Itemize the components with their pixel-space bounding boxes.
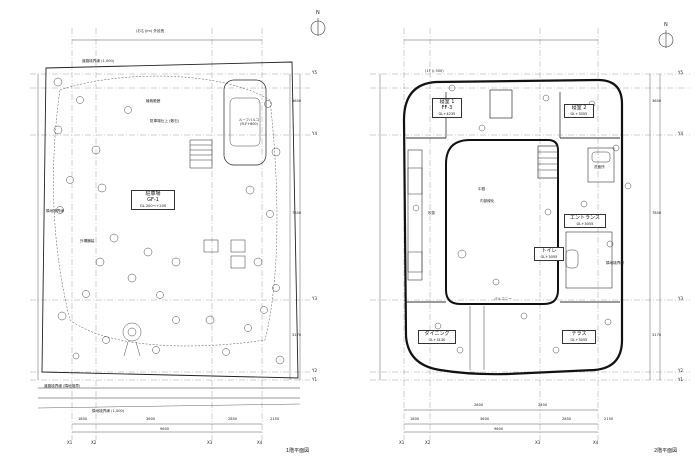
room-parking: 駐車場 GF-1 GL-200〜+200 (131, 190, 175, 210)
grid-col-x1-1f: X1 (67, 440, 73, 445)
room-dining: ダイニング GL+3130 (418, 330, 456, 344)
north-arrow-left-icon (310, 18, 326, 36)
dim-1f-c: 2850 (228, 417, 238, 421)
grid-col-x3-1f: X3 (207, 440, 213, 445)
room-bedroom1-level: FF-3 (441, 104, 453, 111)
dim-2f-c: 1800 (410, 417, 420, 421)
grid-row-y4-2f: Y4 (678, 131, 683, 136)
grid-row-y5-2f: Y5 (678, 70, 683, 75)
note-1f-3: 外構舗装 (80, 239, 95, 243)
grid-col-x2-1f: X2 (91, 440, 97, 445)
room-roof-name: ルーフバルコ (238, 118, 260, 122)
note-1f-6: 隣地境界線 (1,000) (92, 409, 125, 413)
dim-2f-right-a: 3600 (652, 99, 662, 103)
grid-row-y5-1f: Y5 (312, 70, 317, 75)
note-1f-4: 隣地境界線 (46, 209, 64, 213)
dim-2f-b: 2400 (538, 403, 548, 407)
note-2f-1: バルコニー (494, 297, 512, 301)
dim-1f-d: 2150 (270, 417, 280, 421)
grid-row-y3-1f: Y3 (312, 296, 317, 301)
note-2f-4: 隣地境界線 (606, 261, 624, 265)
room-bedroom2: 寝室 2 GL+3055 (564, 104, 594, 118)
room-roof-fl: (FLF+600) (240, 121, 258, 126)
north-label-right: N (664, 22, 668, 28)
note-1f-0: 道路境界線 (1,000) (82, 59, 115, 63)
room-bedroom1-fl: GL+4235 (438, 111, 456, 116)
room-bedroom2-fl: GL+3055 (570, 111, 588, 116)
room-terrace-name: テラス (571, 331, 587, 337)
room-parking-name: 駐車場 (145, 191, 161, 197)
note-1f-1: 植栽範囲 (146, 99, 161, 103)
dim-2f-total: 9600 (494, 427, 504, 431)
room-bedroom2-name: 寝室 2 (571, 105, 587, 111)
grid-col-x4-1f: X4 (257, 440, 263, 445)
dim-2f-right-b: 7800 (652, 211, 662, 215)
dim-2f-right-c: 3170 (652, 333, 662, 337)
note-2f-0: 中庭 (478, 187, 486, 191)
dim-2f-d: 3600 (480, 417, 490, 421)
room-parking-level: GF-1 (147, 196, 159, 203)
grid-row-y2-1f: Y2 (312, 368, 317, 373)
dim-2f-a: 2800 (474, 403, 484, 407)
second-floor-plan (370, 28, 690, 440)
note-2f-2: 吹抜 (428, 211, 436, 215)
dim-1f-right-c: 3170 (292, 333, 302, 337)
room-toilet: トイレ GL+3055 (534, 247, 564, 261)
room-toilet-name: トイレ (541, 248, 557, 254)
north-arrow-right-icon (658, 30, 674, 48)
dim-1f-a: 1800 (78, 417, 88, 421)
room-roof: ルーフバルコ (FLF+600) (236, 118, 262, 128)
room-bedroom1-name: 寝室 1 (439, 99, 455, 105)
room-dining-name: ダイニング (424, 331, 450, 337)
room-dining-fl: GL+3130 (428, 337, 446, 342)
grid-col-x3-2f: X3 (535, 440, 541, 445)
grid-row-y1-1f: Y1 (312, 377, 317, 382)
first-floor-plan (30, 28, 310, 440)
caption-1f: 1階平面図 (286, 448, 310, 454)
grid-row-y2-2f: Y2 (678, 368, 683, 373)
room-entrance-name: エントランス (570, 215, 600, 221)
grid-col-x2-2f: X2 (425, 440, 431, 445)
room-terrace: テラス GL+3055 (562, 330, 596, 344)
room-entrance-fl: GL+3055 (576, 221, 594, 226)
grid-row-y3-2f: Y3 (678, 296, 683, 301)
caption-2f: 2階平面図 (654, 448, 678, 454)
grid-col-x4-2f: X4 (593, 440, 599, 445)
dim-1f-total: 9600 (160, 427, 170, 431)
grid-row-y4-1f: Y4 (312, 131, 317, 136)
room-terrace-fl: GL+3055 (570, 337, 588, 342)
dim-2f-e: 2850 (562, 417, 572, 421)
note-2f-3: 内部緑化 (480, 199, 495, 203)
top-note-2f: (1F (i,500) (425, 69, 444, 73)
dim-1f-right-b: 7800 (292, 211, 302, 215)
grid-row-y1-2f: Y1 (678, 377, 683, 382)
north-label-left: N (316, 10, 320, 16)
note-1f-5: 道路境界線 (隣地境界) (44, 384, 81, 388)
note-1f-2: 駐車場仕上 (敷石) (150, 119, 180, 123)
room-bedroom1: 寝室 1 FF-3 GL+4235 (432, 98, 462, 118)
dim-1f-right-a: 3600 (292, 99, 302, 103)
top-note-1f: (おむ)(m) 外延長 (136, 29, 165, 33)
room-entrance: エントランス GL+3055 (564, 214, 606, 228)
tree-symbols-1f (53, 77, 285, 365)
dim-2f-f: 2150 (604, 417, 614, 421)
room-parking-fl: GL-200〜+200 (139, 203, 167, 208)
room-washroom: 洗面所 (594, 165, 605, 169)
grid-col-x1-2f: X1 (399, 440, 405, 445)
room-toilet-fl: GL+3055 (540, 254, 558, 259)
dim-1f-b: 3600 (146, 417, 156, 421)
